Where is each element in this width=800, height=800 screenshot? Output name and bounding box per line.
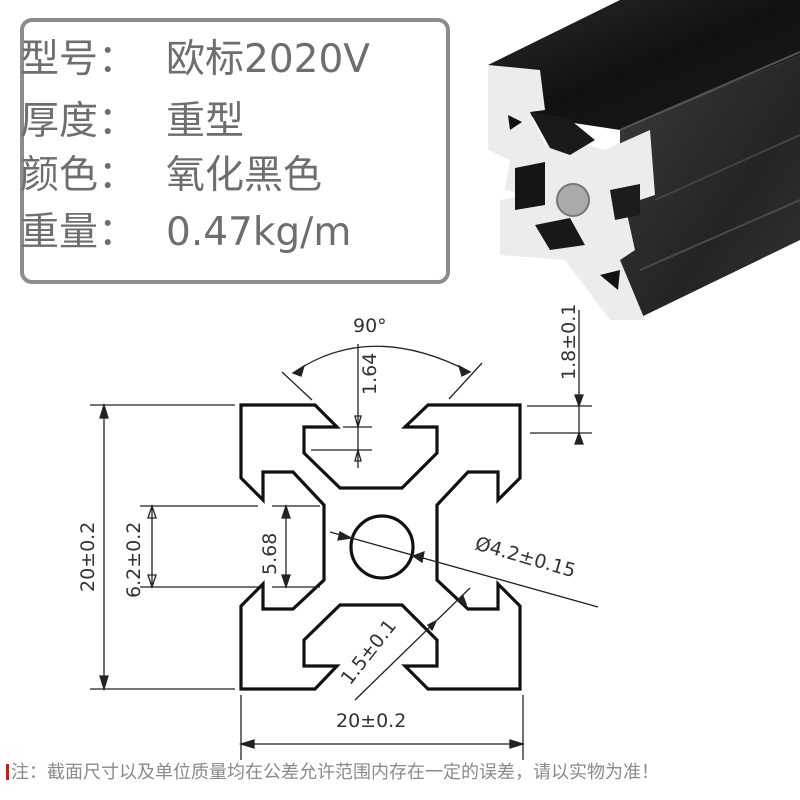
note-marker: [6, 764, 9, 780]
spec-model-label: 型号：: [20, 37, 138, 82]
note-text: 注：截面尺寸以及单位质量均在公差允许范围内存在一定的误差，请以实物为准！: [11, 762, 659, 783]
label-slot-lip: 1.8±0.1: [558, 304, 580, 380]
spec-thickness: 厚度： 重型: [20, 99, 244, 145]
product-photo: [488, 0, 800, 320]
spec-weight: 重量： 0.47kg/m: [20, 210, 351, 256]
dimension-lines: [90, 310, 599, 760]
label-width: 20±0.2: [336, 710, 406, 732]
spec-color-value: 氧化黑色: [166, 153, 323, 198]
label-slot-opening: 6.2±0.2: [123, 522, 145, 598]
spec-color: 颜色： 氧化黑色: [20, 153, 322, 199]
label-center-hole: Ø4.2±0.15: [473, 533, 578, 583]
spec-color-label: 颜色：: [20, 153, 138, 198]
spec-weight-value: 0.47kg/m: [166, 210, 352, 255]
label-slot-depth: 1.64: [359, 353, 381, 395]
spec-model-value: 欧标2020V: [166, 37, 370, 82]
label-angle: 90°: [353, 315, 387, 337]
cross-section-drawing: 90° 1.64 1.8±0.1 20±0.2 6.2±0.2 5.68 20±…: [77, 304, 599, 760]
label-height: 20±0.2: [77, 522, 99, 592]
spec-weight-label: 重量：: [20, 210, 138, 255]
spec-box: [20, 18, 450, 284]
spec-thickness-label: 厚度：: [20, 99, 138, 144]
label-inner-slot: 5.68: [259, 533, 281, 575]
disclaimer-note: 注：截面尺寸以及单位质量均在公差允许范围内存在一定的误差，请以实物为准！: [6, 760, 659, 786]
spec-model: 型号： 欧标2020V: [20, 37, 370, 83]
spec-thickness-value: 重型: [166, 99, 245, 144]
profile-outline: [239, 403, 522, 691]
label-wall-thickness: 1.5±0.1: [337, 615, 401, 689]
